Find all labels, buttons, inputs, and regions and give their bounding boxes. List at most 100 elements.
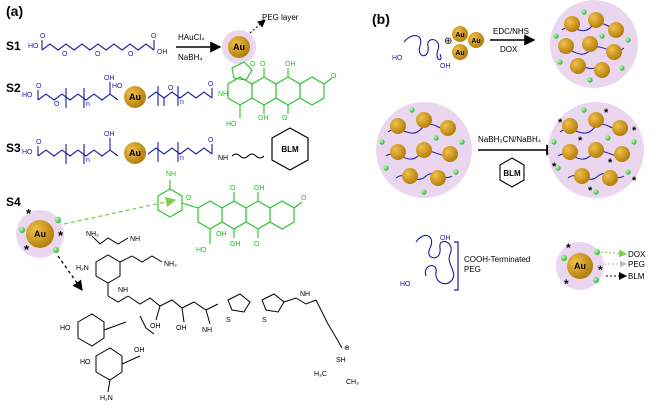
s3-n-right: n (180, 155, 184, 162)
b-blm-star-5: * (608, 157, 613, 169)
b-blm-star-3: * (632, 125, 637, 137)
b-legend-gold (567, 253, 593, 279)
s1-peg-pointer (249, 19, 266, 34)
s4-o-quinone1: O (230, 185, 236, 192)
s4-oh-b: OH (176, 325, 187, 332)
s2-o-amide: O (208, 81, 214, 88)
s2-nh: NH (218, 91, 228, 98)
panel-label-a: (a) (6, 3, 23, 19)
b-legend-bead-1 (594, 249, 600, 255)
s1-ether-o1: O (62, 51, 68, 58)
b-legend-dox: DOX (628, 250, 646, 259)
b-blm-star-1: * (558, 117, 563, 129)
b-blm-star-8: * (632, 175, 637, 187)
b-peg-label-1: COOH-Terminated (464, 255, 530, 264)
s2-o-quinone1: O (260, 61, 266, 68)
b-cluster-dox (550, 0, 638, 88)
s2-ether-o2: O (168, 85, 174, 92)
b-legend-au: Au (574, 261, 586, 271)
b-bracket (454, 241, 459, 291)
panel-label-b: (b) (372, 11, 390, 27)
row-label-s3: S3 (6, 141, 21, 155)
s4-ho-sugar2: HO (80, 359, 91, 366)
s4-nh2-top: NH₂ (86, 231, 99, 238)
s4-gold-nanoparticle (26, 220, 54, 248)
row-label-s1: S1 (6, 39, 21, 53)
s4-dox-bead-1 (55, 217, 61, 223)
s2-n-left: n (86, 101, 90, 108)
s1-peg-diacid (41, 40, 155, 51)
s4-oh-a: OH (150, 323, 161, 330)
s2-ho: HO (22, 92, 33, 99)
s4-h2n: H₂N (76, 265, 89, 272)
b-legend-star-3: * (598, 263, 603, 277)
s1-reagent-bottom: NaBH₄ (178, 53, 203, 62)
s1-ether-o2: O (95, 51, 101, 58)
s4-ch3: CH₃ (346, 379, 359, 386)
s3-o-amide: O (208, 137, 214, 144)
b-gold-1 (452, 26, 468, 42)
s2-oh-top: OH (104, 75, 115, 82)
s4-oh-b: OH (230, 241, 241, 248)
b-legend-star-2: * (564, 277, 569, 291)
s3-n-left: n (86, 157, 90, 164)
b-blm-star-7: * (588, 185, 593, 197)
s2-o-methoxy: O (331, 73, 337, 80)
b-oh-legend: OH (440, 235, 451, 242)
b-peg-coil-legend (415, 234, 455, 285)
s2-o-link: O (250, 61, 256, 68)
b-cluster-peg (376, 102, 472, 198)
s3-oh-top: OH (104, 131, 115, 138)
b-legend-bead-2 (561, 255, 567, 261)
s4-oh-c: OH (216, 231, 227, 238)
s3-o-acid: O (36, 139, 42, 146)
s1-o-right: O (151, 33, 157, 40)
s4-charge: ⊕ (344, 345, 350, 352)
s4-sh: SH (336, 357, 346, 364)
b-reagent-top: EDC/NHS (493, 27, 529, 36)
s4-ho-sugar1: HO (60, 325, 71, 332)
s4-o-quinone2: O (254, 241, 260, 248)
b-blm-box (499, 157, 525, 188)
s2-dox-drug (227, 61, 333, 118)
s4-nh-c: NH (202, 327, 212, 334)
s2-o-acid: O (36, 83, 42, 90)
b-au-2: Au (471, 38, 480, 45)
s3-au-label: Au (129, 148, 141, 158)
s4-oh-a: OH (254, 185, 265, 192)
s1-au-label: Au (233, 42, 245, 52)
s2-o-quinone2: O (282, 115, 288, 122)
s4-h3c: H₃C (314, 371, 327, 378)
s2-ho-label: HO (112, 83, 123, 90)
s2-gold-nanoparticle (124, 86, 146, 108)
b-legend-star-1: * (566, 241, 571, 255)
b-reagent-step2: NaBH₃CN/NaBH₄ (478, 135, 541, 144)
s4-blm-star-1: * (26, 206, 32, 221)
s1-o-left: O (40, 33, 46, 40)
s1-oh-right: OH (157, 49, 168, 56)
b-au-1: Au (455, 32, 464, 39)
s4-nh: NH (166, 171, 176, 178)
b-peg-coil-1 (403, 35, 442, 61)
b-legend-dox-arrow (600, 249, 627, 258)
row-label-s4: S4 (6, 195, 21, 209)
s2-peg-chain (37, 82, 213, 108)
s1-gold-nanoparticle (228, 36, 250, 58)
b-cluster-final (548, 102, 644, 198)
s4-ho-bottom: HO (196, 247, 207, 254)
s4-nh2-right: NH₂ (164, 261, 177, 268)
b-ho-1: HO (392, 55, 403, 62)
s4-blm-structure (77, 235, 343, 393)
b-blm-star-4: * (578, 135, 583, 147)
s4-dox-bead-2 (19, 227, 25, 233)
b-legend-blm: BLM (628, 272, 645, 281)
s4-dox-pointer (63, 196, 177, 225)
s4-nh-d: NH (300, 291, 310, 298)
s4-nh-b: NH (118, 287, 128, 294)
s2-oh-a: OH (285, 61, 296, 68)
s4-h2n-bottom: H₂N (100, 395, 113, 402)
b-au-3: Au (455, 50, 464, 57)
s3-blm-label: BLM (281, 145, 299, 154)
